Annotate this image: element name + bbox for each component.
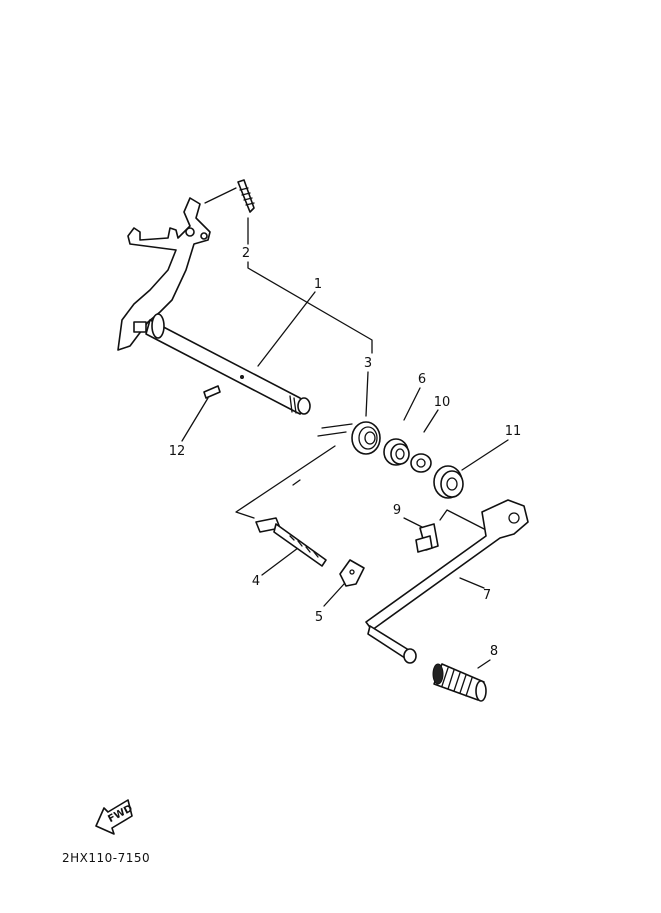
bolt-part-9 (415, 523, 439, 553)
callout-2: 2 (242, 246, 250, 261)
callout-4: 4 (252, 574, 260, 589)
callout-11: 11 (505, 424, 522, 439)
bolt-part-4 (255, 517, 327, 567)
callout-1: 1 (314, 277, 322, 292)
shift-pedal-part-7 (365, 499, 529, 664)
collar-part-11 (433, 465, 464, 499)
callout-12: 12 (169, 444, 186, 459)
part-code: 2HX110-7150 (62, 851, 150, 865)
callout-5: 5 (315, 610, 323, 625)
shift-shaft-assembly (117, 197, 311, 415)
spring-part-2 (237, 179, 255, 213)
callout-labels: 1 2 3 4 5 6 7 8 9 10 11 12 (169, 246, 522, 659)
callout-6: 6 (418, 372, 426, 387)
pedal-rubber-part-8 (432, 663, 487, 702)
callout-7: 7 (483, 588, 491, 603)
leader-lines (181, 187, 509, 669)
callout-9: 9 (393, 503, 401, 518)
torsion-spring-part-3 (317, 421, 381, 455)
forward-arrow-icon: FWD (95, 799, 135, 835)
pin-part-12 (203, 375, 244, 399)
plate-part-5 (339, 559, 365, 587)
washer-part-10 (410, 453, 432, 473)
callout-3: 3 (364, 356, 372, 371)
collar-part-6 (383, 438, 410, 466)
callout-10: 10 (434, 395, 451, 410)
callout-8: 8 (490, 644, 498, 659)
